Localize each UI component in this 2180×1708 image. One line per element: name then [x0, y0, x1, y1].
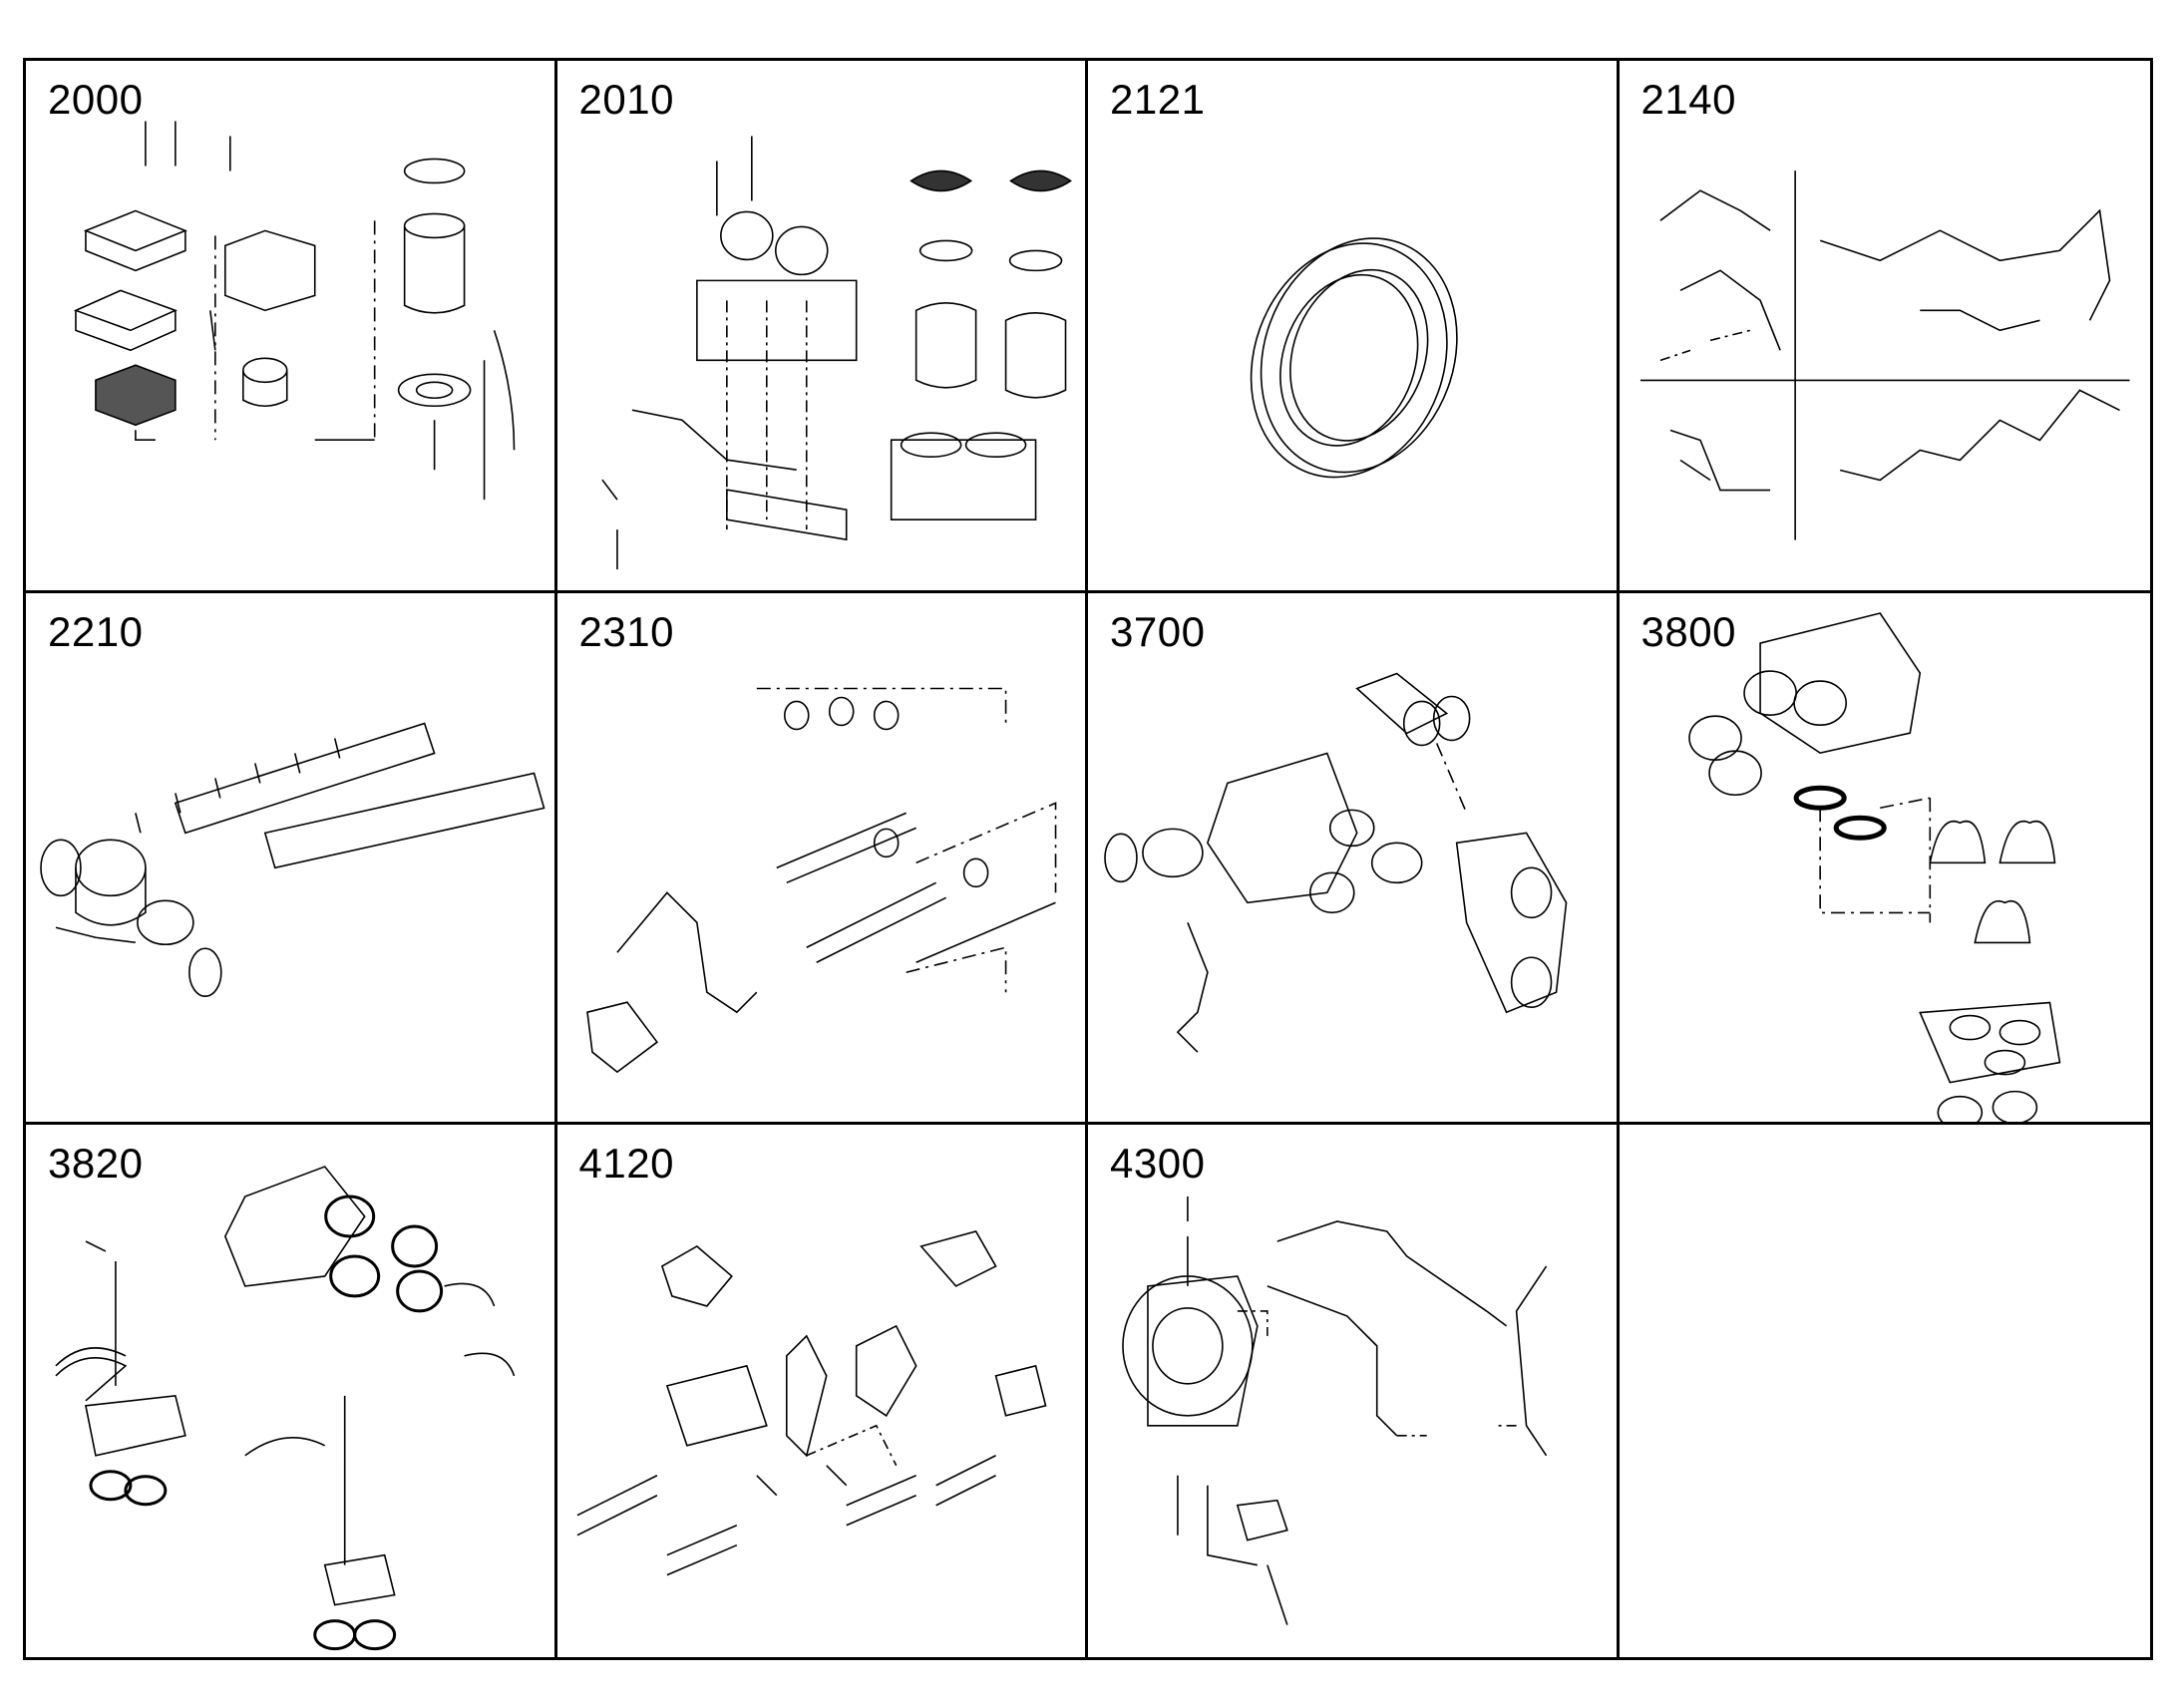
panel-4120[interactable]: 4120 — [557, 1125, 1088, 1657]
panel-code: 2121 — [1110, 76, 1206, 123]
panel-3820[interactable]: 3820 — [26, 1125, 557, 1657]
panel-code: 2010 — [578, 76, 674, 123]
exhaust-pipe-exploded-icon — [557, 593, 1086, 1123]
panel-2000[interactable]: 2000 — [26, 61, 557, 593]
coolant-fittings-exploded-icon — [26, 1125, 554, 1657]
seal-ring-icon — [1088, 61, 1617, 590]
panel-2210[interactable]: 2210 — [26, 592, 557, 1126]
panel-code: 2210 — [48, 607, 144, 655]
panel-code: 2000 — [48, 76, 144, 123]
panel-3700[interactable]: 3700 — [1088, 592, 1620, 1126]
panel-code: 2310 — [578, 607, 674, 655]
turbocharger-lines-exploded-icon — [1088, 1125, 1617, 1657]
intake-manifold-exploded-icon — [26, 593, 554, 1123]
panel-2140[interactable]: 2140 — [1619, 61, 2151, 593]
filter-housing-exploded-icon — [26, 61, 554, 590]
panel-4300[interactable]: 4300 — [1088, 1125, 1620, 1657]
panel-3800[interactable]: 3800 — [1619, 593, 2151, 1126]
panel-2010[interactable]: 2010 — [556, 61, 1088, 593]
panel-2121[interactable]: 2121 — [1088, 61, 1620, 593]
panel-code: 3700 — [1110, 607, 1206, 655]
empty-panel — [1620, 1125, 2151, 1657]
thermostat-housing-exploded-icon — [1620, 593, 2151, 1123]
panel-code: 2140 — [1640, 76, 1736, 123]
fuel-lines-exploded-icon — [1620, 61, 2151, 590]
housing-and-seals-exploded-icon — [1088, 593, 1617, 1123]
panel-2310[interactable]: 2310 — [556, 592, 1088, 1126]
panel-code: 3820 — [48, 1140, 144, 1188]
panel-code: 4300 — [1110, 1140, 1206, 1188]
panel-code: 4120 — [578, 1140, 674, 1188]
parts-group-grid: 2000 2010 — [23, 58, 2153, 1660]
dual-fuel-filter-exploded-icon — [557, 61, 1086, 590]
brackets-and-fasteners-exploded-icon — [557, 1125, 1086, 1657]
panel-code: 3800 — [1640, 607, 1736, 655]
